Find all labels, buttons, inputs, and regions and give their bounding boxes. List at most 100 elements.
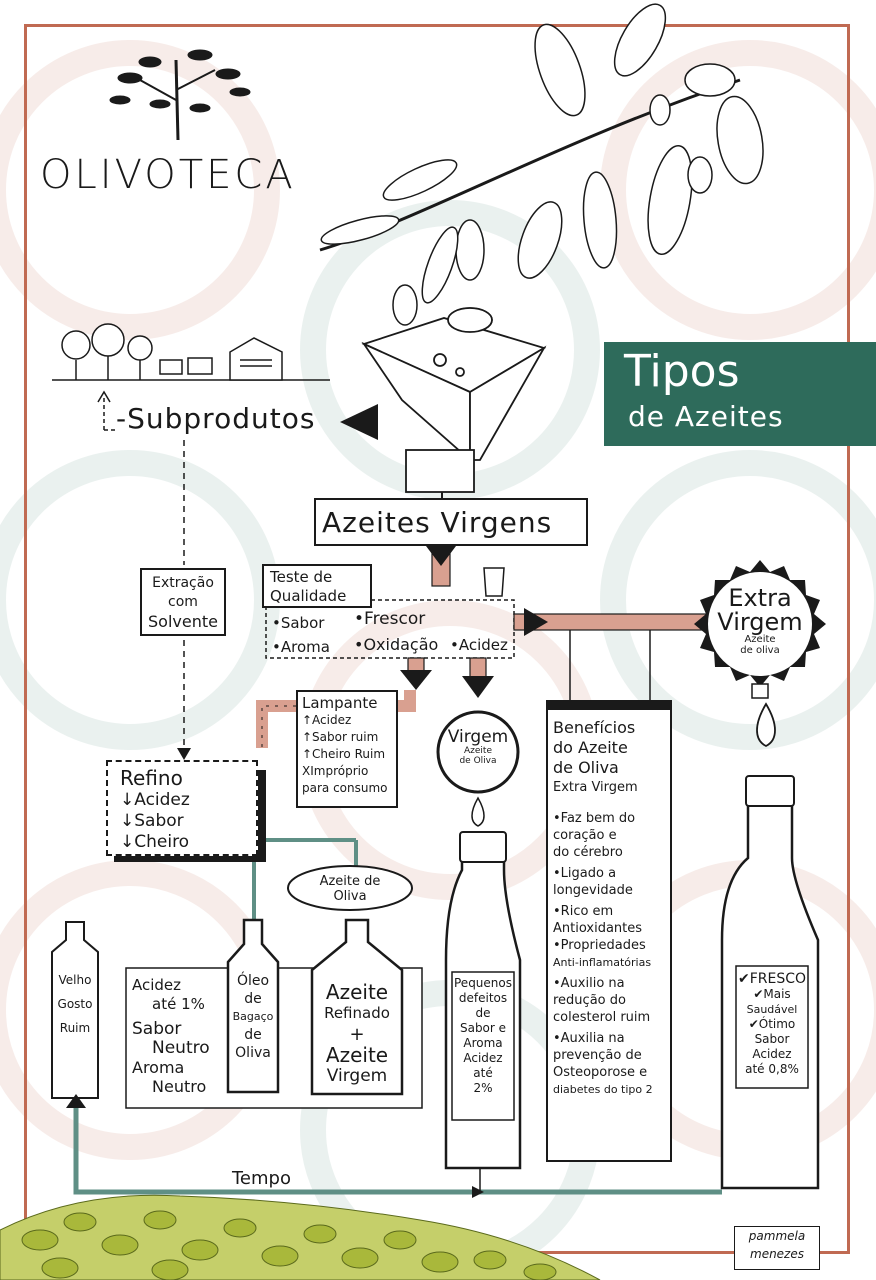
bagaco-line: Oliva [235, 1045, 271, 1061]
velho-line: Gosto [57, 997, 93, 1011]
subprodutos-return-arrow [97, 390, 116, 431]
velho-line: Velho [58, 973, 92, 987]
beneficio-line: Osteoporose e [553, 1065, 648, 1080]
azeites-virgens-label: Azeites Virgens [322, 506, 553, 539]
title-line2: de Azeites [628, 400, 784, 433]
virgem-badge-sub: de Oliva [459, 756, 497, 766]
extra-badge: Extra Virgem Azeite de oliva [708, 586, 812, 656]
beneficio-line: redução do [553, 993, 626, 1008]
beneficio-line: prevenção de [553, 1048, 642, 1063]
beneficios-title: de Oliva [553, 758, 619, 777]
beneficio-line: colesterol ruim [553, 1010, 651, 1025]
extra-bottle-text: ✔FRESCO ✔Mais Saudável ✔Ótimo Sabor Acid… [736, 972, 808, 1077]
extra-bottle-line: Acidez [752, 1047, 792, 1061]
teste-item: •Oxidação [354, 635, 439, 654]
extra-bottle-line: Sabor [754, 1032, 790, 1046]
bagaco-text: Óleo de Bagaço de Oliva [228, 972, 278, 1062]
beneficios-title: Extra Virgem [553, 780, 638, 795]
funnel-press-icon [361, 307, 547, 493]
extracao-box: Extração com Solvente [140, 568, 226, 636]
beneficio-line: Antioxidantes [553, 921, 643, 936]
bagaco-line: de [244, 991, 262, 1007]
refino-item: ↓Sabor [120, 811, 184, 831]
extra-bottle-line: Saudável [746, 1003, 798, 1016]
extracao-line: Extração [152, 575, 214, 591]
lampante-item: ↑Cheiro Ruim [302, 747, 386, 761]
lampante-item: ↑Sabor ruim [302, 730, 379, 744]
beneficio-line: •Auxilio na [553, 976, 625, 991]
virgem-bottle-line: defeitos [458, 991, 508, 1005]
teste-title-box: Teste de Qualidade [262, 564, 372, 608]
signature-line: pammela [748, 1229, 806, 1243]
neutro-text: Acidez até 1% Sabor Neutro Aroma Neutro [132, 976, 228, 1096]
neutro-line: Sabor [132, 1019, 182, 1039]
beneficio-line: Anti-inflamatórias [553, 956, 652, 969]
virgem-badge-sub: Azeite [464, 746, 492, 756]
neutro-line: Neutro [152, 1038, 210, 1058]
beneficio-line: •Propriedades [553, 938, 646, 953]
refino-box: Refino ↓Acidez ↓Sabor ↓Cheiro [106, 760, 258, 856]
beneficios-title: do Azeite [553, 738, 628, 757]
virgem-bottle-line: 2% [473, 1081, 493, 1095]
refino-item: ↓Acidez [120, 790, 190, 810]
neutro-line: Aroma [132, 1058, 185, 1077]
virgem-badge-title: Virgem [447, 727, 509, 747]
teste-item: •Aroma [272, 638, 330, 656]
refinado-line: Virgem [326, 1066, 388, 1086]
neutro-line: até 1% [152, 995, 205, 1013]
extra-badge-sub: de oliva [740, 645, 780, 656]
brand-logo: OLIVOTECA [40, 152, 296, 198]
extra-badge-sub: Azeite [744, 634, 776, 645]
teste-title: Qualidade [270, 587, 347, 605]
subprodutos-label: -Subprodutos [116, 402, 316, 435]
extra-badge-title: Extra [728, 584, 792, 612]
virgem-bottle-line: Pequenos [454, 976, 512, 990]
lampante-box: Lampante ↑Acidez ↑Sabor ruim ↑Cheiro Rui… [296, 690, 398, 808]
title-line1: Tipos [624, 346, 740, 397]
bagaco-line: Óleo [236, 973, 270, 989]
beneficios-title: Benefícios [553, 718, 636, 737]
teste-title: Teste de [270, 568, 333, 586]
lampante-title: Lampante [302, 694, 378, 712]
refinado-bottle-icon [310, 918, 404, 1096]
beneficio-line: •Ligado a [553, 866, 617, 881]
extra-bottle-line: ✔Ótimo [748, 1017, 796, 1031]
virgem-bottle-line: Sabor e [459, 1021, 507, 1035]
azeite-oliva-line: Oliva [333, 889, 367, 904]
refinado-line: Refinado [324, 1004, 390, 1022]
teste-item: •Sabor [272, 614, 325, 632]
virgem-bottle-text: Pequenos defeitos de Sabor e Aroma Acide… [452, 976, 514, 1096]
neutro-line: Acidez [132, 976, 182, 994]
refinado-text: Azeite Refinado + Azeite Virgem [312, 982, 402, 1087]
title-panel: Tipos de Azeites [604, 342, 876, 446]
virgem-bottle-line: de [475, 1006, 491, 1020]
olive-pile-image [0, 1194, 601, 1280]
beneficio-line: •Auxilia na [553, 1031, 625, 1046]
extracao-line: Solvente [148, 612, 218, 631]
signature-line: menezes [750, 1247, 804, 1261]
refinado-line: Azeite [325, 1043, 389, 1067]
teste-item: •Frescor [354, 609, 426, 629]
teste-item: •Acidez [450, 636, 508, 654]
beneficios-box: Benefícios do Azeite de Oliva Extra Virg… [546, 708, 672, 1162]
extra-badge-title: Virgem [717, 608, 803, 636]
beneficio-line: do cérebro [553, 845, 623, 860]
lampante-item: XImpróprio [302, 764, 369, 778]
velho-bottle-icon [51, 921, 99, 1099]
beneficio-line: coração e [553, 828, 617, 843]
tempo-arrow [73, 1108, 722, 1195]
lampante-item: ↑Acidez [302, 713, 352, 727]
azeites-virgens-box: Azeites Virgens [314, 498, 588, 546]
beneficio-line: diabetes do tipo 2 [553, 1083, 653, 1096]
velho-text: Velho Gosto Ruim [52, 968, 98, 1040]
bagaco-line: de [244, 1027, 262, 1043]
bagaco-bottle-icon [226, 918, 280, 1094]
virgem-bottle-line: Acidez [463, 1051, 503, 1065]
tasting-glass-icon [483, 567, 505, 597]
beneficio-line: •Faz bem do [553, 811, 636, 826]
refino-title: Refino [120, 766, 183, 790]
refinado-line: Azeite [325, 980, 389, 1004]
tempo-label: Tempo [232, 1168, 291, 1189]
virgem-badge: Virgem Azeite de Oliva [438, 728, 518, 766]
